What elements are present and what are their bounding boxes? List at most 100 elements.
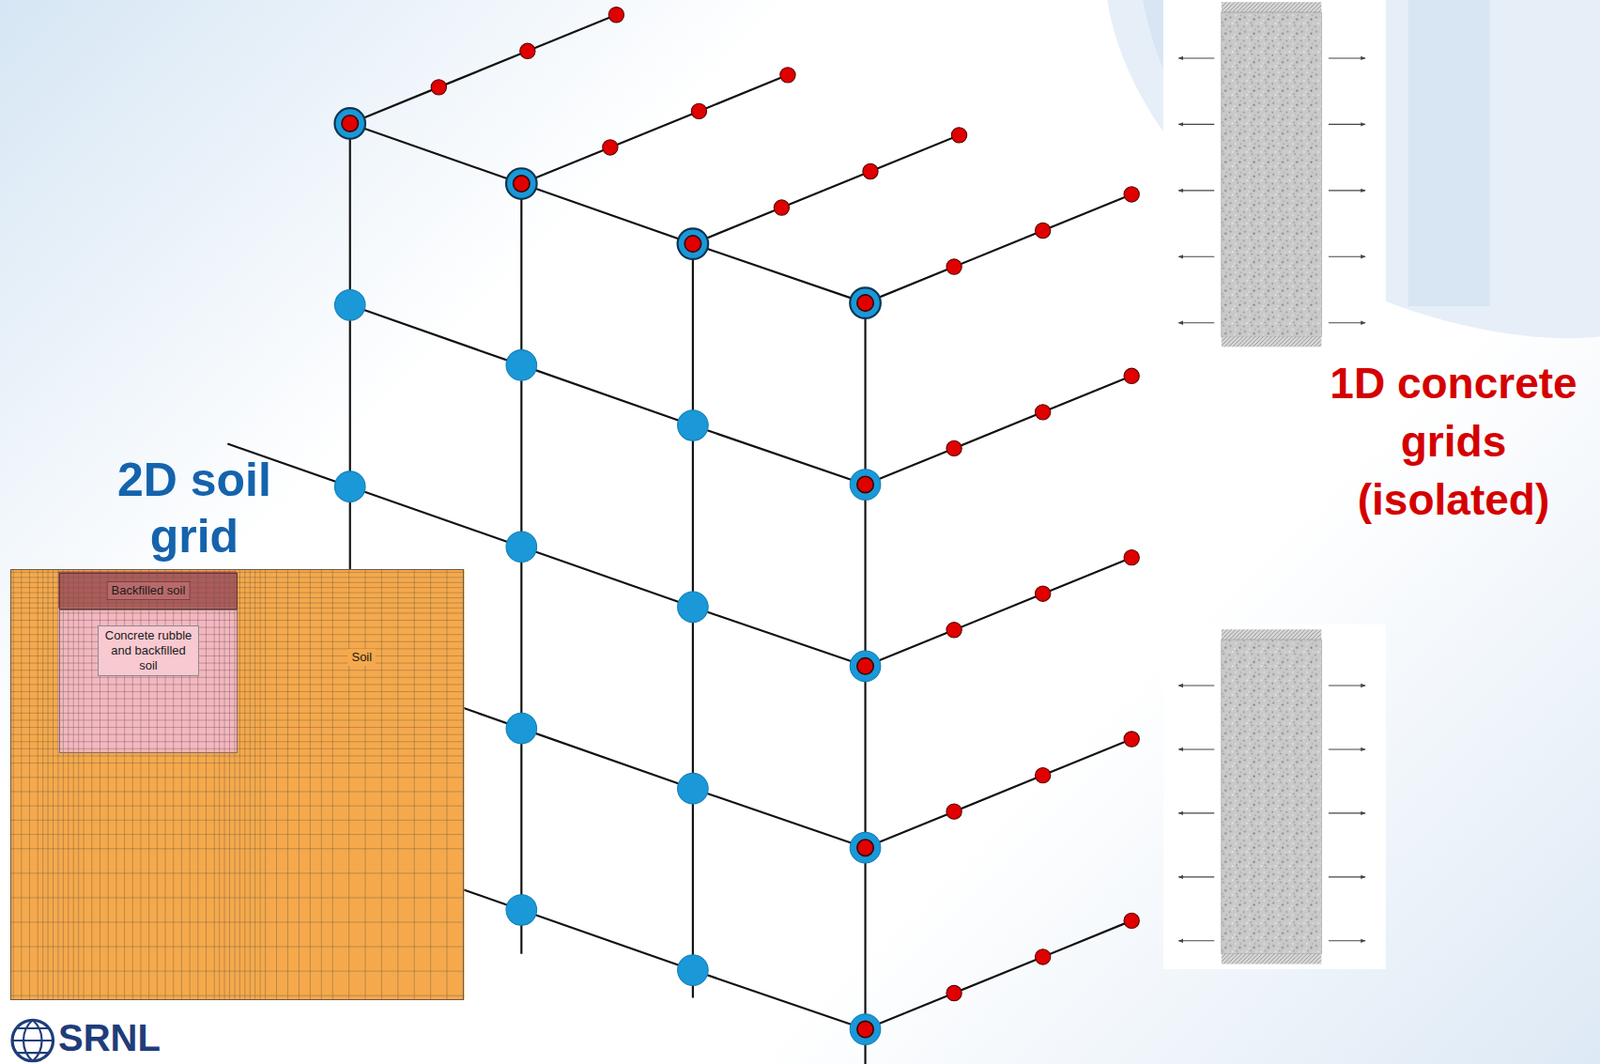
grid-line (10, 805, 465, 807)
concrete-grid-node (1123, 912, 1139, 928)
concrete-grid-node (862, 163, 878, 179)
concrete-grid-node (1034, 404, 1050, 420)
grid-line (10, 872, 465, 874)
rubble-region (58, 607, 237, 752)
soil-grid-node (506, 168, 538, 200)
grid-line (414, 569, 416, 1000)
soil-grid-node (334, 290, 366, 322)
concrete-slab (1163, 624, 1386, 970)
concrete-grid-node (1123, 186, 1139, 202)
grid-column-line (520, 184, 523, 954)
grid-line (10, 970, 465, 972)
grid-line (249, 569, 251, 1000)
coupled-concrete-node (857, 839, 874, 856)
grid-heading: 2D soil grid (67, 451, 322, 565)
flux-arrow (1178, 189, 1215, 191)
concrete-grid-node (1123, 368, 1139, 384)
concrete-chain-line (865, 738, 1133, 848)
grid-line (10, 833, 465, 835)
flux-arrow (1178, 876, 1215, 877)
soil-grid-node (849, 1014, 881, 1046)
concrete-grid-node (430, 79, 447, 95)
grid-line (10, 847, 465, 849)
soil-region-box: Backfilled soil (59, 572, 238, 610)
concrete-grid-node (946, 984, 962, 1000)
concrete-grid-node (608, 7, 624, 23)
flux-arrow (1178, 322, 1215, 324)
flux-arrow (1328, 939, 1366, 941)
grid-line (287, 569, 289, 1000)
soil-grid-lines (10, 569, 465, 1000)
grid-line (321, 569, 323, 1000)
slab-background (1163, 0, 1386, 353)
grid-line (10, 776, 465, 778)
grid-row-line (350, 305, 866, 485)
grid-line (332, 569, 334, 1000)
grid-line (276, 569, 277, 1000)
flux-arrow (1328, 322, 1366, 324)
soil-grid-node (334, 471, 366, 503)
flux-arrow (1328, 748, 1366, 750)
grid-line (29, 569, 31, 1000)
slab-cap (1221, 629, 1323, 640)
soil-region (10, 569, 465, 1000)
soil-grid-node (677, 410, 709, 442)
flux-arrow (1178, 57, 1215, 59)
concrete-grid-node (520, 43, 536, 59)
flux-arrow (1178, 123, 1215, 125)
grid-row-line (350, 123, 866, 303)
concrete-slab (1163, 0, 1386, 353)
soil-region-box: Concrete rubble and backfilled soil (59, 609, 238, 754)
soil-grid-node (506, 531, 538, 563)
grid-column-line (349, 123, 352, 612)
concrete-chain-line (350, 15, 617, 124)
flux-arrow (1328, 123, 1366, 125)
region-label: Soil (347, 648, 376, 666)
concrete-chain-line (692, 135, 960, 245)
region-label: Backfilled soil (107, 581, 191, 600)
flux-arrow (1328, 189, 1366, 191)
soil-grid-node (849, 650, 881, 682)
soil-grid-image (10, 569, 465, 1000)
grid-line (37, 569, 39, 1000)
soil-grid-node (849, 831, 881, 863)
grid-line (205, 569, 207, 1000)
grid-line (233, 569, 235, 1000)
soil-grid-node (334, 107, 366, 139)
coupled-concrete-node (857, 476, 874, 493)
concrete-grid-node (946, 622, 962, 638)
concrete-grid-node (1034, 949, 1050, 965)
flux-arrow (1328, 57, 1366, 59)
soil-grid-node (506, 350, 538, 382)
concrete-chain-line (865, 194, 1133, 304)
grid-line (309, 569, 311, 1000)
slab-cap (1221, 953, 1323, 965)
concrete-grid-node (773, 200, 789, 216)
flux-arrow (1178, 684, 1215, 686)
grid-line (73, 569, 75, 1000)
grid-line (62, 569, 64, 1000)
concrete-grid-node (1123, 731, 1139, 747)
concrete-grid-node (946, 259, 962, 275)
flux-arrow (1178, 939, 1215, 941)
coupled-concrete-node (857, 1020, 874, 1037)
soil-grid-node (677, 228, 709, 260)
flux-arrow (1328, 876, 1366, 877)
grid-caption: 1D concrete grids (isolated) (1312, 353, 1595, 529)
grid-line (47, 569, 49, 1000)
concrete-body (1221, 639, 1323, 954)
soil-grid-node (849, 287, 881, 319)
grid-line (10, 754, 465, 756)
grid-line (214, 569, 216, 1000)
soil-grid-node (506, 712, 538, 744)
grid-line (10, 995, 465, 997)
grid-line (298, 569, 300, 1000)
soil-grid-node (506, 894, 538, 926)
grid-line (229, 569, 231, 1000)
logo-globe (12, 1019, 53, 1061)
concrete-chain-line (521, 75, 788, 185)
coupled-concrete-node (684, 235, 701, 252)
concrete-chain-line (865, 375, 1133, 485)
grid-line (365, 569, 367, 1000)
